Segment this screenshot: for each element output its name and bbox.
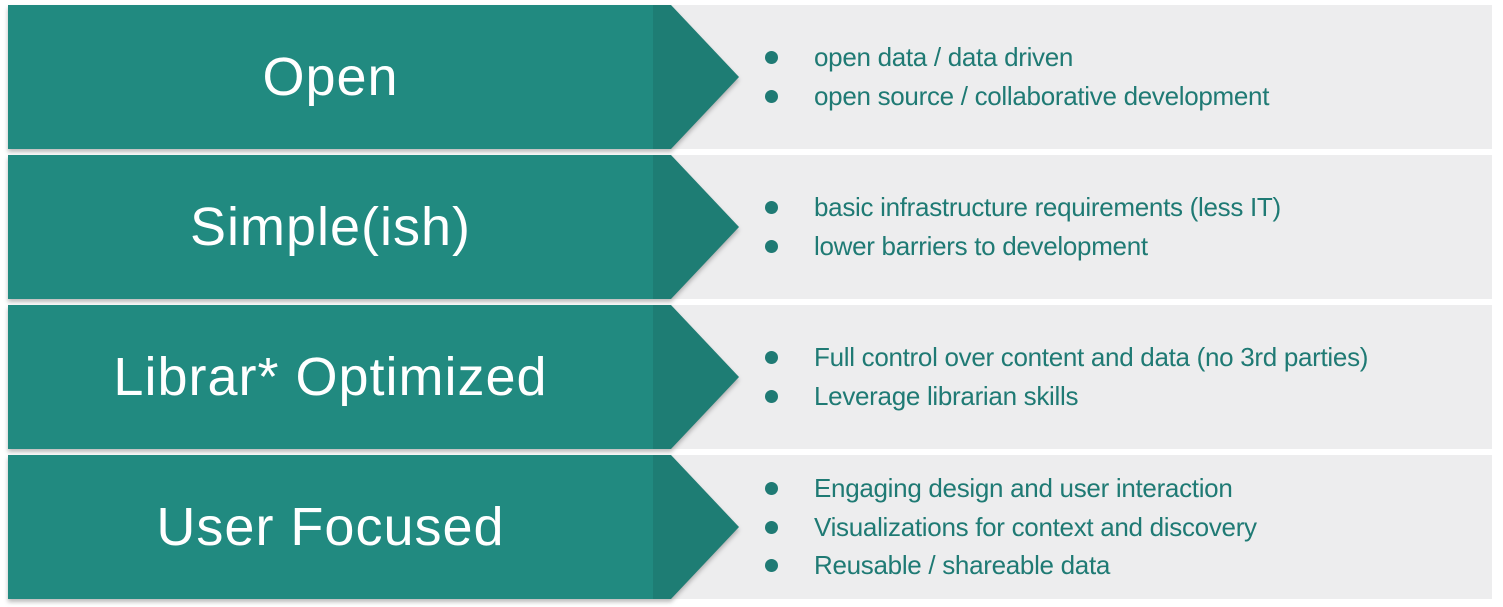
bullet-list: basic infrastructure requirements (less … [765, 155, 1281, 299]
arrow-label: User Focused [156, 497, 505, 557]
right-arrow-icon [8, 5, 739, 149]
bullet-dot-icon [765, 389, 778, 403]
bullet-dot-icon [765, 89, 778, 103]
list-item: basic infrastructure requirements (less … [765, 189, 1281, 228]
arrow-label: Simple(ish) [189, 197, 472, 257]
bullet-dot-icon [765, 51, 778, 65]
list-item: open source / collaborative development [765, 77, 1269, 116]
bullet-text: Visualizations for context and discovery [814, 511, 1257, 542]
arrow-banner [8, 305, 739, 449]
bullet-text: basic infrastructure requirements (less … [814, 192, 1281, 223]
feature-row-user-focused: User Focused Engaging design and user in… [8, 455, 1492, 599]
arrow-banner [8, 155, 739, 299]
list-item: Engaging design and user interaction [765, 469, 1257, 508]
feature-row-librar-optimized: Librar* Optimized Full control over cont… [8, 305, 1492, 449]
bullet-dot-icon [765, 201, 778, 215]
bullet-dot-icon [765, 520, 778, 534]
bullet-dot-icon [765, 482, 778, 495]
list-item: Full control over content and data (no 3… [765, 339, 1368, 378]
right-arrow-icon [8, 455, 739, 599]
arrow-label: Librar* Optimized [113, 347, 548, 407]
bullet-text: Leverage librarian skills [814, 380, 1079, 411]
list-item: lower barriers to development [765, 227, 1281, 266]
feature-row-open: Open open data / data driven open source… [8, 5, 1492, 149]
bullet-text: Full control over content and data (no 3… [814, 342, 1369, 373]
bullet-list: open data / data driven open source / co… [765, 5, 1269, 149]
list-item: open data / data driven [765, 39, 1269, 78]
bullet-dot-icon [765, 559, 778, 572]
bullet-dot-icon [765, 351, 778, 365]
bullet-text: lower barriers to development [814, 230, 1148, 261]
arrow-banner [8, 5, 739, 149]
bullet-list: Full control over content and data (no 3… [765, 305, 1368, 449]
feature-row-simple: Simple(ish) basic infrastructure require… [8, 155, 1492, 299]
bullet-text: Reusable / shareable data [814, 550, 1111, 580]
arrow-banner [8, 455, 739, 599]
arrow-label: Open [262, 47, 399, 107]
right-arrow-icon [8, 155, 739, 299]
bullet-text: Engaging design and user interaction [814, 473, 1233, 503]
bullet-dot-icon [765, 239, 778, 253]
list-item: Leverage librarian skills [765, 377, 1368, 416]
bullet-text: open data / data driven [814, 42, 1074, 73]
right-arrow-icon [8, 305, 739, 449]
bullet-list: Engaging design and user interaction Vis… [765, 455, 1257, 599]
list-item: Visualizations for context and discovery [765, 508, 1257, 547]
bullet-text: open source / collaborative development [814, 80, 1270, 111]
list-item: Reusable / shareable data [765, 546, 1257, 585]
